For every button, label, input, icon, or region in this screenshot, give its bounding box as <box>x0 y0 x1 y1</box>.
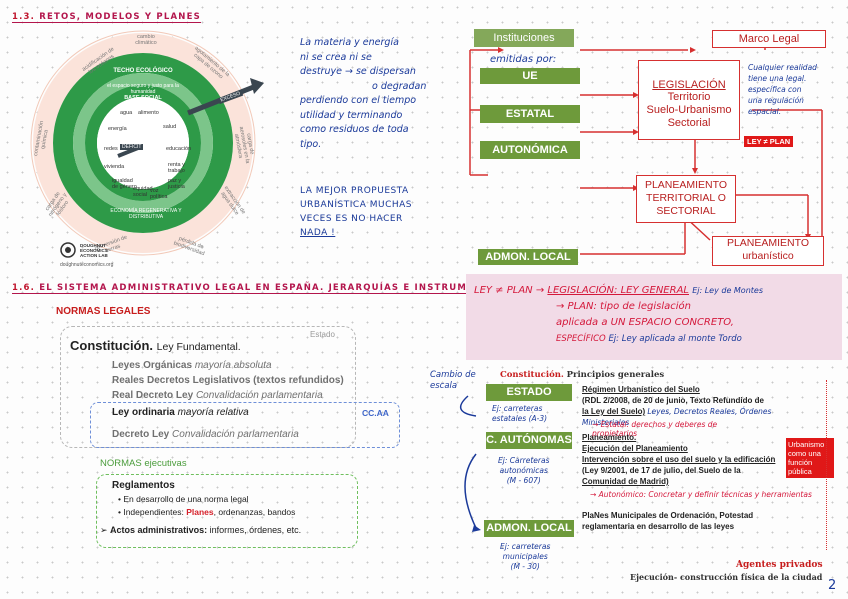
box-escala-cautonomas: C. AUTÓNOMAS <box>486 432 572 449</box>
notes-materia-energia: La materia y energía ni se crea ni se de… <box>300 37 427 150</box>
note-autonomico: → Autonómico: Concretar y definir técnic… <box>590 490 812 499</box>
logo-text: DOUGHNUT ECONOMICS ACTION LAB <box>80 243 108 258</box>
real-decreto-ley: Real Decreto Ley Convalidación parlament… <box>112 390 323 401</box>
badge-ley-plan: LEY ≠ PLAN <box>744 136 794 147</box>
estado-label: Estado <box>310 330 335 339</box>
escala-arrows <box>459 395 481 532</box>
item-paz: paz y justicia <box>168 178 185 190</box>
box-admon-local: ADMON. LOCAL <box>478 249 578 265</box>
actos-administrativos: ➢ Actos administrativos: informes, órden… <box>100 525 302 535</box>
constitucion-line: Constitución. Ley Fundamental. <box>70 338 241 353</box>
admon-text: PlaNes Municipales de Ordenación, Potest… <box>582 511 754 531</box>
item-alimento: alimento <box>138 110 159 116</box>
doughnut-svg <box>30 30 264 258</box>
doughnut-diagram: cambio climático acidificación de los oc… <box>28 28 268 278</box>
item-energia: energía <box>108 126 127 132</box>
note-estatal: → Estatal: derechos y deberes de propiet… <box>592 420 718 438</box>
pink-notes: LEY ≠ PLAN → LEGISLACIÓN: LEY GENERAL Ej… <box>474 285 763 344</box>
bullet-independientes: • Independientes: Planes, ordenanzas, ba… <box>118 507 296 517</box>
reglamentos: Reglamentos <box>112 480 175 491</box>
label-economia: ECONOMÍA REGENERATIVA Y DISTRIBUTIVA <box>110 208 182 220</box>
box-planeamiento-territorial: PLANEAMIENTO TERRITORIAL O SECTORIAL <box>636 175 736 223</box>
ejecutivas-box <box>96 474 358 548</box>
item-equidad: equidad social <box>133 186 153 198</box>
reales-decretos-legislativos: Reales Decretos Legislativos (textos ref… <box>112 375 344 386</box>
ccaa-box <box>90 402 400 448</box>
box-legislacion: LEGISLACIÓN Territorio Suelo-Urbanismo S… <box>638 60 740 140</box>
pink-notes-band <box>466 274 842 360</box>
label-espacio: el espacio seguro y justo para la humani… <box>107 83 179 95</box>
box-autonomica: AUTONÓMICA <box>480 141 580 159</box>
leyes-organicas: Leyes Orgánicas mayoría absoluta <box>112 360 272 371</box>
estado-regimen: Régimen Urbanístico del Suelo (RDL 2/200… <box>582 385 772 427</box>
notes-mejor-propuesta: LA MEJOR PROPUESTA URBANÍSTICA MUCHAS VE… <box>300 186 412 238</box>
page-number: 2 <box>828 578 837 593</box>
box-ue: UE <box>480 68 580 84</box>
item-educacion: educación <box>166 146 192 152</box>
box-escala-estado: ESTADO <box>486 384 572 401</box>
cauto-text: Planeamiento. Ejecución del Planeamiento… <box>582 433 776 486</box>
bullet-desarrollo: • En desarrollo de una norma legal <box>118 494 249 504</box>
box-escala-admon-local: ADMON. LOCAL <box>484 520 574 537</box>
logo-url: doughnuteconomics.org <box>60 262 114 268</box>
ejecucion-line: Ejecución- construcción física de la ciu… <box>630 572 823 582</box>
section-1-6-title: 1.6. EL SISTEMA ADMINISTRATIVO LEGAL EN … <box>12 283 510 294</box>
normas-legales-title: NORMAS LEGALES <box>56 306 151 317</box>
note-emitidas-por: emitidas por: <box>490 54 557 65</box>
decreto-ley: Decreto Ley Convalidación parlamentaria <box>112 429 299 440</box>
agentes-privados: Agentes privados <box>736 560 823 570</box>
label-base-social: BASE SOCIAL <box>124 95 162 101</box>
dotted-line <box>826 380 828 550</box>
item-redes: redes <box>104 146 118 152</box>
box-estatal: ESTATAL <box>480 105 580 123</box>
label-deficit: DÉFICIT <box>120 144 144 150</box>
escala-constitucion: Constitución. Principios generales <box>500 370 665 380</box>
ccaa-label: CC.AA <box>362 408 389 418</box>
note-cualquier-realidad: Cualquier realidad tiene una legal. espe… <box>748 63 817 116</box>
item-voz: voz política <box>150 188 168 200</box>
ley-ordinaria: Ley ordinaria mayoría relativa <box>112 407 249 418</box>
note-cambio-escala: Cambio de escala <box>430 370 476 391</box>
estado-ejemplo: Ej: carreteras estatales (A-3) <box>492 404 548 423</box>
box-marco-legal: Marco Legal <box>712 30 826 48</box>
item-igualdad: igualdad de género <box>112 178 137 190</box>
item-renta: renta y trabajo <box>168 162 185 174</box>
item-agua: agua <box>120 110 133 116</box>
cauto-ejemplo: Ej: Carreteras autonómicas (M - 607) <box>498 456 550 485</box>
box-planeamiento-urbanistico: PLANEAMIENTO urbanístico <box>712 236 824 266</box>
label-cambio-climatico: cambio climático <box>135 34 157 46</box>
label-techo: TECHO ECOLÓGICO <box>113 68 173 74</box>
item-salud: salud <box>163 124 177 130</box>
item-vivienda: vivienda <box>104 164 125 170</box>
section-1-3-title: 1.3. RETOS, MODELOS Y PLANES <box>12 12 201 23</box>
normas-ejecutivas-title: NORMAS ejecutivas <box>100 458 187 469</box>
flowchart-connectors <box>469 30 823 255</box>
box-instituciones: Instituciones <box>474 29 574 47</box>
admon-ejemplo: Ej: carreteras municipales (M - 30) <box>500 542 551 571</box>
